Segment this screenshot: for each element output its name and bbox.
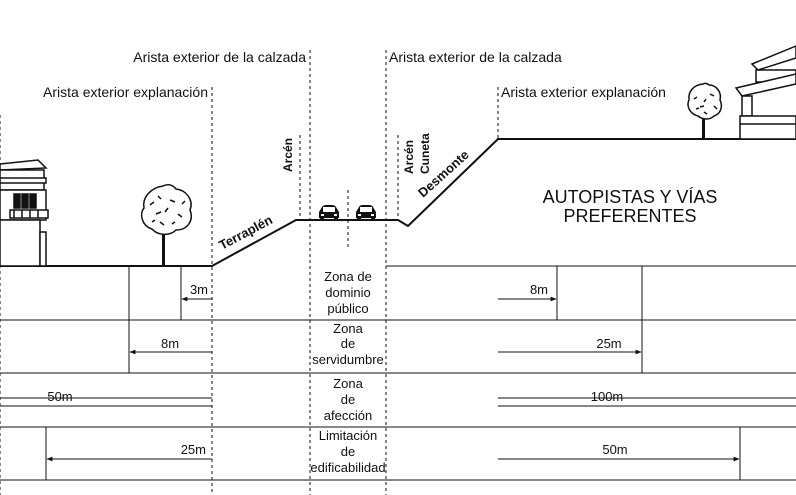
arista-explanacion-left-label: Arista exterior explanación [43,84,208,100]
dimension-arrows [46,296,740,462]
zone-afeccion-label: Zona de afección [324,376,372,423]
arista-explanacion-right-label: Arista exterior explanación [501,84,666,100]
zone-label-line: Zona de [324,269,372,284]
zone-label-line: afección [324,408,372,423]
zone-label-line: Limitación [319,428,378,443]
dpub-left-distance: 3m [190,282,208,297]
zone-label-line: dominio [325,285,371,300]
zone-label-line: de [341,392,355,407]
arcen-left-label: Arcén [281,138,295,172]
cuneta-label: Cuneta [418,133,432,174]
zone-label-line: público [327,301,368,316]
afeccion-right-distance: 100m [591,389,624,404]
zone-label-line: servidumbre [312,352,384,367]
house-left-icon [0,159,49,267]
dpub-right-distance: 8m [530,282,548,297]
tree-left-icon [140,184,192,266]
zone-label-line: de [341,444,355,459]
servidumbre-right-distance: 25m [596,336,621,351]
table-band-lines [0,265,796,481]
car-icon [356,205,376,221]
road-type-title-line2: PREFERENTES [563,206,696,226]
zone-dominio-publico-label: Zona de dominio público [324,269,372,316]
zone-edificabilidad-label: Limitación de edificabilidad [310,428,385,475]
arista-calzada-left-label: Arista exterior de la calzada [133,49,306,65]
servidumbre-left-distance: 8m [161,336,179,351]
car-icon [319,205,339,221]
zone-label-line: Zona [333,321,363,336]
zone-boundaries [0,266,796,480]
road-type-title-line1: AUTOPISTAS Y VÍAS [543,187,718,207]
edificabilidad-left-distance: 25m [181,442,206,457]
zone-label-line: de [341,336,355,351]
tree-right-icon [687,82,723,139]
zone-servidumbre-label: Zona de servidumbre [312,321,384,367]
zone-label-line: edificabilidad [310,460,385,475]
afeccion-left-distance: 50m [47,389,72,404]
arista-calzada-right-label: Arista exterior de la calzada [389,49,562,65]
reference-dashed-lines [0,50,499,495]
arcen-right-label: Arcén [402,140,416,174]
house-right-icon [734,45,796,140]
zone-label-line: Zona [333,376,363,391]
edificabilidad-right-distance: 50m [602,442,627,457]
